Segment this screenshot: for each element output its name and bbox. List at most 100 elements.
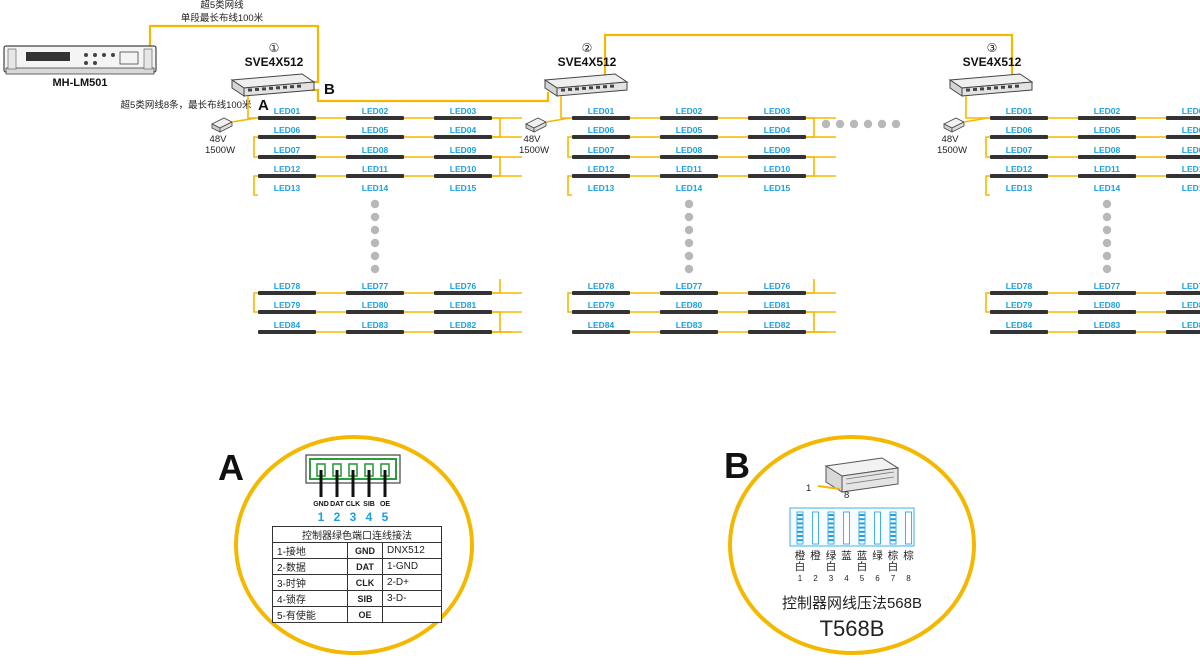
led-bar xyxy=(1078,135,1136,139)
led-bar xyxy=(1078,174,1136,178)
led-label: LED15 xyxy=(764,183,791,193)
wire-strip xyxy=(874,511,881,545)
wire-color: 橙 xyxy=(795,549,806,562)
pinout-cell-function: 5-有使能 xyxy=(272,606,348,623)
led-bar xyxy=(748,155,806,159)
led-label: LED11 xyxy=(362,164,388,174)
group-continuation-dot xyxy=(877,119,887,129)
continuation-dot xyxy=(1102,238,1112,248)
detail-a-letter: A xyxy=(218,447,244,488)
wire-stripe xyxy=(890,526,896,529)
pinout-cell-dmx: 1-GND xyxy=(382,558,442,575)
pinout-cell-signal: DAT xyxy=(347,558,383,575)
wire-stripe xyxy=(890,514,896,516)
wire-stripe xyxy=(797,514,803,516)
led-label: LED12 xyxy=(588,164,615,174)
led-label: LED01 xyxy=(588,106,615,116)
cable-note-line1: 超5类网线 xyxy=(200,0,244,11)
continuation-dot xyxy=(684,199,694,209)
led-bar xyxy=(660,330,718,334)
wire-stripe xyxy=(859,539,865,542)
pinout-cell-function: 3-时钟 xyxy=(272,574,348,591)
led-bar xyxy=(572,310,630,314)
pinout-cell-signal: GND xyxy=(347,542,383,559)
pinout-cell-dmx: DNX512 xyxy=(382,542,442,559)
led-bar xyxy=(434,330,492,334)
led-label: LED13 xyxy=(588,183,615,193)
pin-number: 5 xyxy=(382,510,389,524)
continuation-dot xyxy=(684,225,694,235)
led-label: LED04 xyxy=(764,125,791,135)
group-continuation-dot xyxy=(863,119,873,129)
led-label: LED12 xyxy=(274,164,301,174)
led-bar xyxy=(1166,330,1200,334)
wire-color: 橙 xyxy=(810,549,821,562)
led-bar xyxy=(660,174,718,178)
wire-color: 绿 xyxy=(826,549,837,562)
wire-stripe xyxy=(859,522,865,525)
splitter-model: SVE4X512 xyxy=(245,55,304,69)
led-label: LED06 xyxy=(274,125,301,135)
led-bar xyxy=(434,116,492,120)
led-label: LED82 xyxy=(1182,320,1200,330)
pinout-cell-function: 4-锁存 xyxy=(272,590,348,607)
led-label: LED06 xyxy=(1006,125,1033,135)
wire-stripe xyxy=(859,535,865,537)
wire-stripe xyxy=(859,518,865,521)
led-group-3: ③SVE4X51248V1500WLED01LED02LED03LED06LED… xyxy=(937,41,1200,334)
led-bar xyxy=(434,155,492,159)
led-bar xyxy=(748,174,806,178)
led-label: LED76 xyxy=(1182,281,1200,291)
pinout-cell-function: 2-数据 xyxy=(272,558,348,575)
wire-number: 4 xyxy=(844,574,849,583)
wire-color: 绿 xyxy=(872,549,883,562)
led-label: LED11 xyxy=(1094,164,1120,174)
led-bar xyxy=(572,330,630,334)
wire-stripe xyxy=(828,535,834,537)
wire-stripe xyxy=(859,514,865,516)
wire-strip xyxy=(905,511,912,545)
led-bar xyxy=(1166,310,1200,314)
wire-stripe xyxy=(797,535,803,537)
led-label: LED14 xyxy=(1094,183,1121,193)
group-continuation-dot xyxy=(821,119,831,129)
led-label: LED10 xyxy=(764,164,791,174)
plug-pin-first: 1 xyxy=(806,483,811,494)
led-bar xyxy=(434,310,492,314)
led-bar xyxy=(660,310,718,314)
wire-number: 3 xyxy=(829,574,834,583)
power-supply-icon xyxy=(943,117,965,133)
led-label: LED14 xyxy=(362,183,389,193)
led-bar xyxy=(1078,155,1136,159)
led-bar xyxy=(660,116,718,120)
led-label: LED81 xyxy=(1182,300,1200,310)
wire-stripe xyxy=(890,535,896,537)
wire-stripe xyxy=(797,522,803,525)
led-label: LED80 xyxy=(362,300,389,310)
led-label: LED78 xyxy=(588,281,615,291)
continuation-dot xyxy=(1102,212,1112,222)
led-bar xyxy=(1166,174,1200,178)
pinout-cell-signal: OE xyxy=(347,606,383,623)
led-label: LED81 xyxy=(764,300,791,310)
led-bar xyxy=(660,291,718,295)
continuation-dot xyxy=(370,264,380,274)
continuation-dot xyxy=(1102,225,1112,235)
led-bar xyxy=(346,330,404,334)
psu-power: 1500W xyxy=(937,145,967,156)
led-bar xyxy=(258,116,316,120)
wire-color: 蓝 xyxy=(841,550,852,562)
led-bar xyxy=(434,291,492,295)
led-label: LED12 xyxy=(1006,164,1033,174)
led-label: LED83 xyxy=(676,320,703,330)
splitter-device xyxy=(543,73,629,97)
led-label: LED10 xyxy=(1182,164,1200,174)
led-label: LED79 xyxy=(588,300,615,310)
led-label: LED01 xyxy=(1006,106,1033,116)
